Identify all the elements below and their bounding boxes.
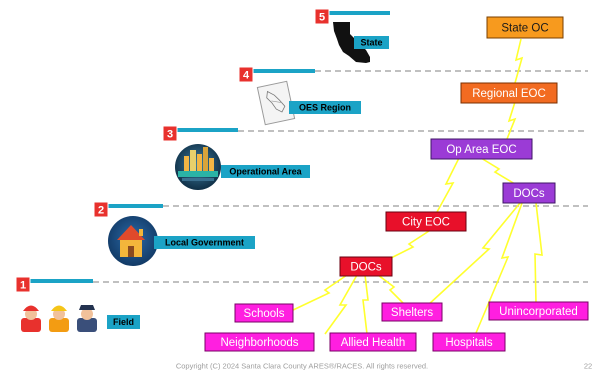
city-eoc-label: City EOC <box>402 217 450 229</box>
level-3-operational-area: 3 Operational Area <box>162 125 310 190</box>
level-label: State <box>360 38 382 48</box>
level-label: Field <box>113 317 134 327</box>
worker-icon <box>49 305 69 332</box>
connector-citydocs-shelters <box>377 274 406 306</box>
page-number: 22 <box>584 362 592 371</box>
level-bar <box>174 128 238 132</box>
connector-regional-oparea <box>506 101 517 140</box>
shelters-label: Shelters <box>391 307 433 319</box>
connector-oparea-docs <box>480 157 516 185</box>
connector-citydocs-allied-health <box>362 274 369 335</box>
level-label-box <box>354 36 389 49</box>
level-bar <box>326 11 390 15</box>
city-docs-label: DOCs <box>350 262 382 274</box>
level-label-box <box>221 165 310 178</box>
city-skyline-icon <box>175 144 221 190</box>
level-number: 5 <box>319 12 325 24</box>
allied-health-box[interactable]: Allied Health <box>329 332 417 352</box>
footer: Copyright (C) 2024 Santa Clara County AR… <box>176 362 592 371</box>
state-oc-box[interactable]: State OC <box>486 16 564 39</box>
hospitals-box[interactable]: Hospitals <box>432 332 506 352</box>
connector-docs-unincorporated <box>534 202 543 304</box>
level-label: Local Government <box>165 238 244 248</box>
level-number: 2 <box>98 205 104 217</box>
level-bar <box>251 69 315 73</box>
connector-oparea-city <box>436 157 460 213</box>
level-2-local-government: 2 Local Government <box>93 201 255 266</box>
level-label-box <box>107 315 140 329</box>
police-officer-icon <box>77 305 97 332</box>
schools-label: Schools <box>244 308 285 320</box>
level-5-state: 5 State <box>314 8 390 63</box>
unincorporated-label: Unincorporated <box>499 306 578 318</box>
allied-health-label: Allied Health <box>341 337 406 349</box>
level-bar <box>106 204 163 208</box>
city-eoc-box[interactable]: City EOC <box>385 211 467 232</box>
op-area-eoc-label: Op Area EOC <box>446 144 516 156</box>
level-bar <box>27 279 93 283</box>
california-state-icon <box>333 22 370 63</box>
level-number-badge <box>162 125 178 142</box>
neighborhoods-label: Neighborhoods <box>220 337 298 349</box>
level-number: 1 <box>20 280 26 292</box>
level-label-box <box>154 236 255 249</box>
level-number-badge <box>15 276 31 293</box>
org-chart: State OC Regional EOC Op Area EOC DOCs C… <box>204 16 589 352</box>
connector-citydocs-neighborhoods <box>324 274 358 335</box>
state-oc-label: State OC <box>501 23 548 35</box>
level-1-field: 1 Field <box>15 276 140 332</box>
connector-docs-hospitals <box>475 202 523 334</box>
op-area-docs-label: DOCs <box>513 188 545 200</box>
oes-region-map-icon <box>256 80 296 126</box>
level-number-badge <box>314 8 330 25</box>
copyright-text: Copyright (C) 2024 Santa Clara County AR… <box>176 362 428 371</box>
level-number: 4 <box>243 70 250 82</box>
hospitals-label: Hospitals <box>445 337 493 349</box>
schools-box[interactable]: Schools <box>234 303 294 323</box>
connectors <box>290 38 543 335</box>
regional-eoc-label: Regional EOC <box>472 88 546 100</box>
level-label-box <box>289 101 361 114</box>
shelters-box[interactable]: Shelters <box>381 302 443 322</box>
connector-state-regional <box>514 38 524 84</box>
connector-docs-shelters <box>427 202 521 306</box>
connector-city-docs <box>388 230 430 260</box>
regional-eoc-box[interactable]: Regional EOC <box>460 82 558 104</box>
unincorporated-box[interactable]: Unincorporated <box>488 301 589 321</box>
op-area-eoc-box[interactable]: Op Area EOC <box>430 138 533 160</box>
level-label: OES Region <box>299 103 351 113</box>
op-area-docs-box[interactable]: DOCs <box>502 182 556 204</box>
neighborhoods-box[interactable]: Neighborhoods <box>204 332 315 352</box>
house-icon <box>108 216 158 266</box>
level-number-badge <box>93 201 109 218</box>
level-label: Operational Area <box>229 167 302 177</box>
level-number: 3 <box>167 129 173 141</box>
level-number-badge <box>238 66 254 83</box>
connector-citydocs-schools <box>290 274 348 312</box>
firefighter-icon <box>21 305 41 332</box>
city-docs-box[interactable]: DOCs <box>339 256 393 277</box>
level-4-oes-region: 4 OES Region <box>238 66 361 126</box>
